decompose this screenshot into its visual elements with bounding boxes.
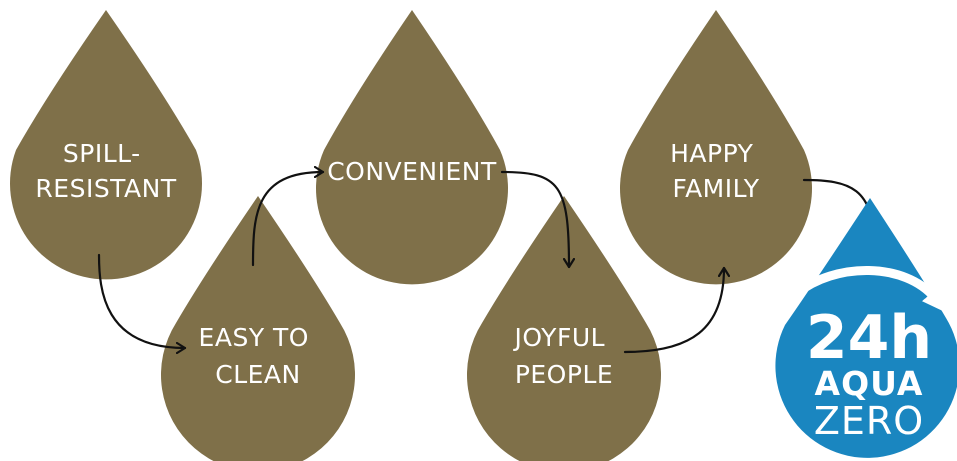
logo-24h: 24h (806, 303, 932, 373)
drop-label-line: HAPPY (670, 139, 754, 168)
drop-label-line: JOYFUL (512, 323, 605, 352)
drop-shape (620, 10, 812, 285)
arrow-easy-to-convenient (251, 172, 325, 267)
drop-convenient: CONVENIENT (316, 10, 508, 285)
drop-shape (316, 10, 508, 285)
drop-label-line: SPILL- (63, 139, 141, 168)
svg-text:EASY TO CLEAN: EASY TO CLEAN (199, 323, 318, 389)
arrow-joyful-to-family (623, 266, 724, 354)
drop-shape (467, 196, 661, 461)
logo-drop-shape (775, 198, 957, 458)
svg-text:SPILL- RESISTANT: SPILL- RESISTANT (35, 139, 176, 203)
drop-joyful-people: JOYFUL PEOPLE (467, 196, 661, 461)
arrow-convenient-to-joyful (500, 170, 569, 269)
drop-label-line: CONVENIENT (327, 157, 497, 186)
drop-label-line: EASY TO (199, 323, 309, 352)
drop-label-line: PEOPLE (515, 360, 613, 389)
drop-spill-resistant: SPILL- RESISTANT (10, 10, 202, 280)
drop-label-line: RESISTANT (35, 174, 176, 203)
aqua-zero-logo: 24h AQUA ZERO (775, 198, 957, 458)
drop-label-line: FAMILY (672, 174, 759, 203)
logo-zero: ZERO (814, 399, 924, 443)
drop-shape (10, 10, 202, 280)
drop-shape (161, 196, 355, 461)
svg-text:CONVENIENT: CONVENIENT (327, 157, 497, 186)
arrow-spill-to-easy (97, 253, 187, 348)
drop-label-line: CLEAN (215, 360, 300, 389)
svg-text:HAPPY FAMILY: HAPPY FAMILY (670, 139, 762, 203)
svg-text:JOYFUL PEOPLE: JOYFUL PEOPLE (512, 323, 613, 389)
logo-aqua: AQUA (815, 364, 924, 403)
drop-happy-family: HAPPY FAMILY (620, 10, 812, 285)
logo-swoosh-arrow (791, 266, 948, 314)
drop-easy-to-clean: EASY TO CLEAN (161, 196, 355, 461)
